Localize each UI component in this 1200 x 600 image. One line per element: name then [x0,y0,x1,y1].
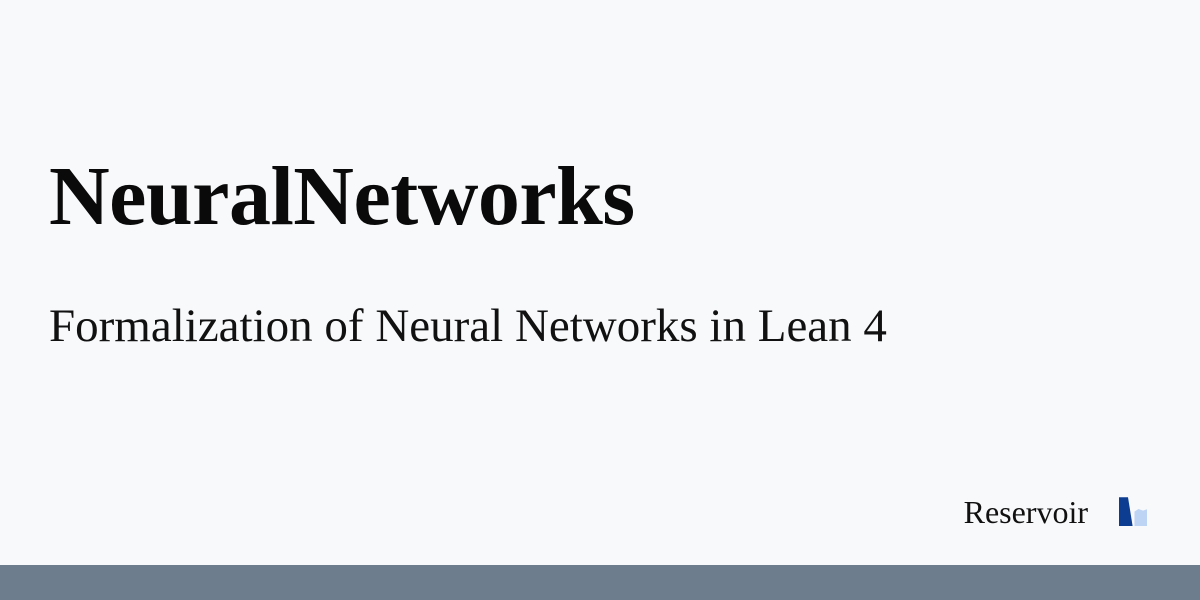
logo-primary-shape [1119,497,1133,526]
card-content: NeuralNetworks Formalization of Neural N… [49,0,1151,565]
logo-secondary-shape [1134,509,1147,526]
brand-name: Reservoir [963,494,1088,530]
package-description: Formalization of Neural Networks in Lean… [49,300,887,352]
page-title: NeuralNetworks [49,150,635,243]
footer-accent-bar [0,565,1200,600]
reservoir-logo-glyph [1119,497,1147,526]
reservoir-logo-icon [1115,496,1151,528]
branding: Reservoir [964,496,1151,528]
